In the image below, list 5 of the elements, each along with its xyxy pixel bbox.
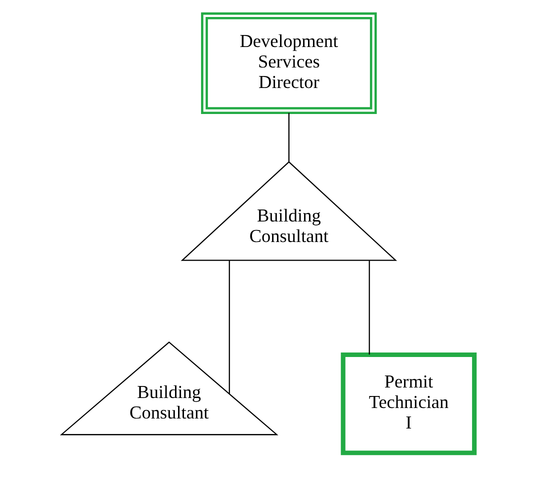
connector (368, 260, 370, 354)
connector (288, 112, 289, 162)
node-box: Permit Technician I (340, 352, 476, 455)
connector (228, 260, 230, 394)
node-box: Development Services Director (200, 12, 376, 114)
